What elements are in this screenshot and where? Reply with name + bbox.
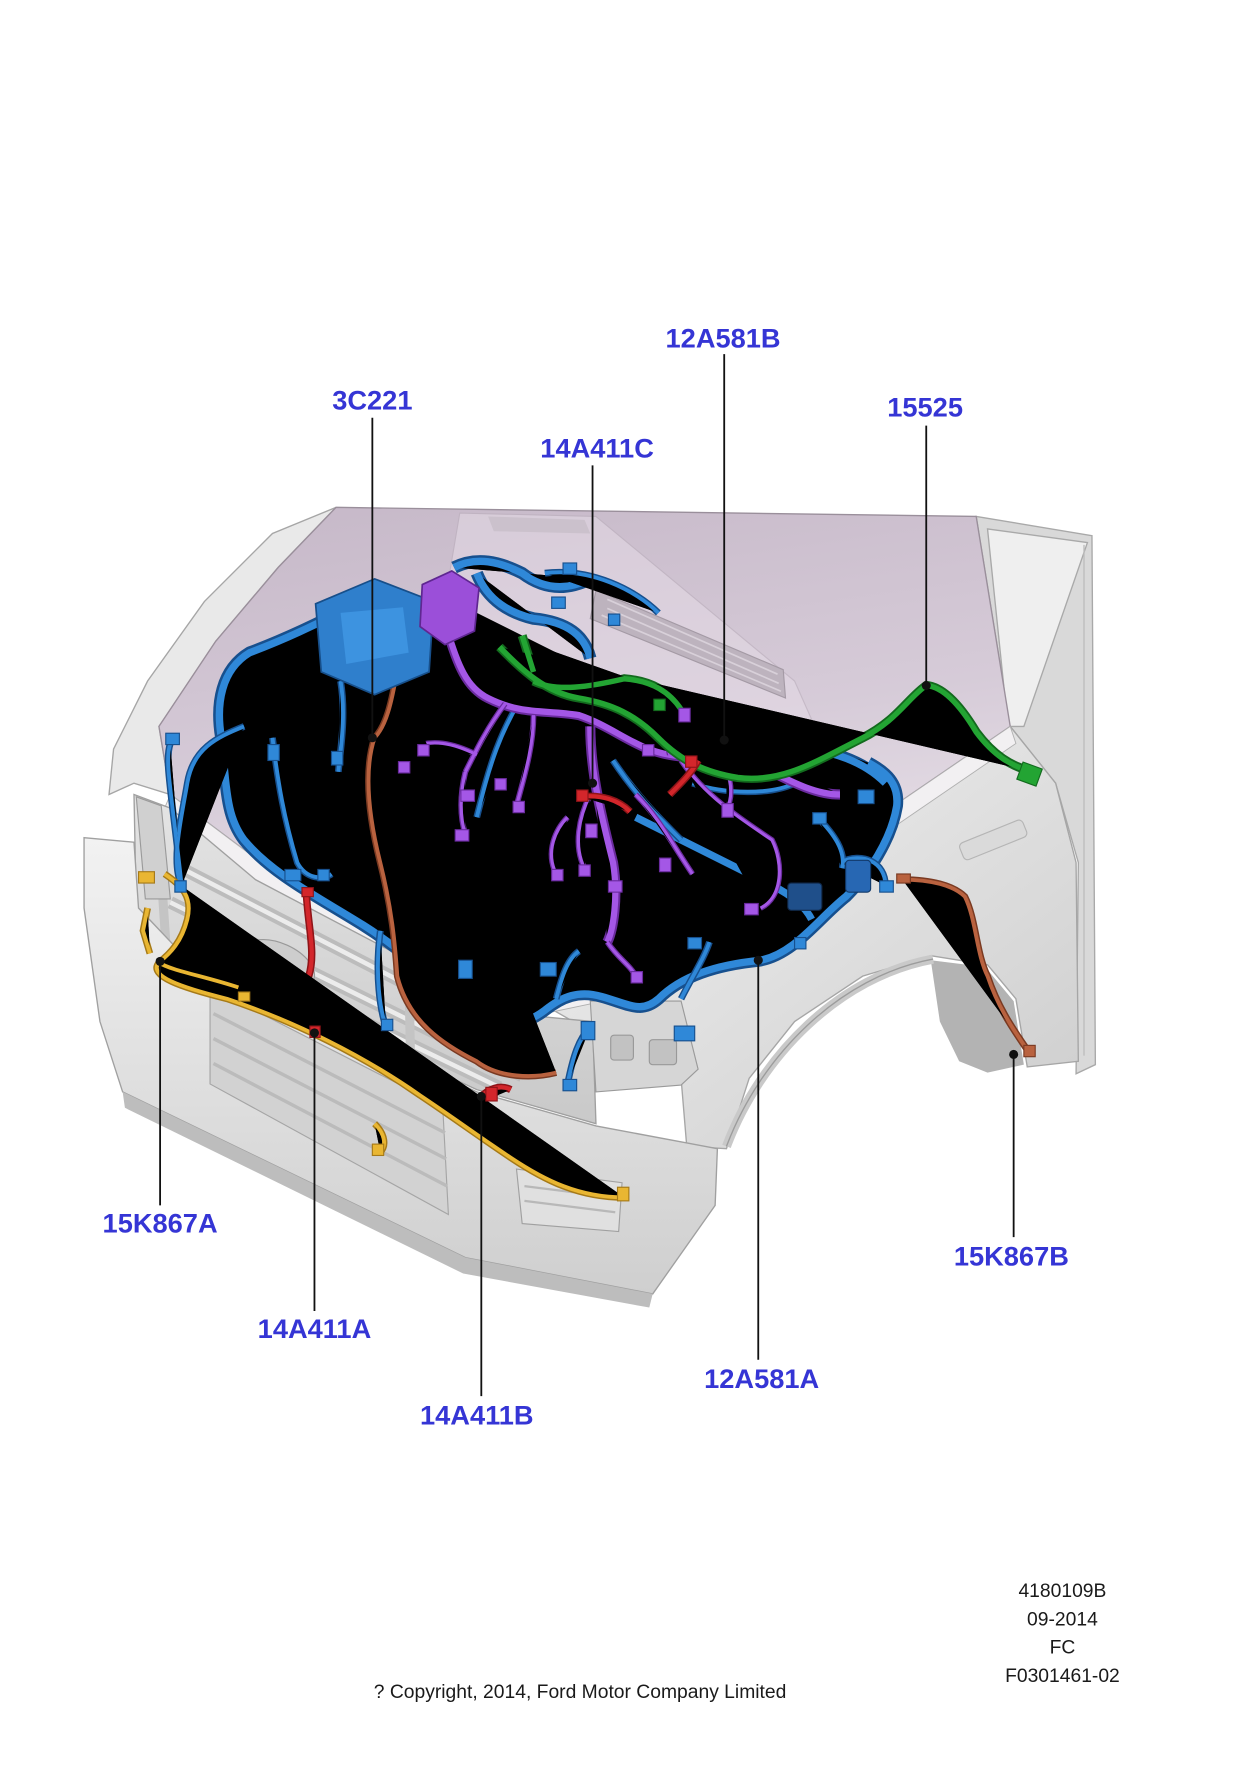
purple-connectors xyxy=(397,707,759,984)
leader-dot-3C221 xyxy=(367,733,377,743)
footer: 4180109B 09-2014 FC F0301461-02 ? Copyri… xyxy=(374,1581,1120,1703)
fender-badge xyxy=(959,819,1028,861)
callout-14A411B: 14A411B xyxy=(420,1399,534,1430)
leader-dot-12A581A xyxy=(753,955,763,965)
control-module-2 xyxy=(845,859,872,893)
figure-id: F0301461-02 xyxy=(1005,1666,1120,1687)
hood-vents xyxy=(488,516,787,699)
callout-15525: 15525 xyxy=(887,392,963,423)
issue-date: 09-2014 xyxy=(1027,1609,1098,1630)
copyright-notice: ? Copyright, 2014, Ford Motor Company Li… xyxy=(374,1682,787,1703)
control-module xyxy=(787,882,823,911)
callout-12A581A: 12A581A xyxy=(704,1363,819,1394)
callout-15K867B: 15K867B xyxy=(954,1241,1069,1272)
leader-dot-12A581B xyxy=(719,735,729,745)
callout-12A581B: 12A581B xyxy=(666,322,781,353)
callout-labels: 3C221 12A581B 14A411C 15525 15K867A 14A4… xyxy=(103,322,1069,1430)
blue-connectors xyxy=(165,562,894,1092)
right-headlamp xyxy=(589,1000,699,1093)
leader-dot-15525 xyxy=(921,681,931,691)
fuse-box xyxy=(314,577,435,696)
callout-14A411C: 14A411C xyxy=(540,432,654,463)
callout-14A411A: 14A411A xyxy=(258,1313,372,1344)
windshield-pillar xyxy=(986,528,1089,728)
lower-intake xyxy=(209,986,450,1216)
wheel-well xyxy=(930,960,1024,1073)
yellow-connectors xyxy=(137,871,630,1202)
green-connectors xyxy=(653,698,1043,787)
leader-dot-14A411A xyxy=(309,1028,320,1038)
leader-dot-14A411B xyxy=(476,1091,486,1101)
bumper-underside xyxy=(122,1091,653,1308)
leader-dot-14A411C xyxy=(588,778,598,788)
part-reference: 4180109B xyxy=(1018,1581,1106,1602)
brown-connectors xyxy=(896,873,1036,1058)
leader-dot-15K867A xyxy=(155,956,165,966)
purple-module xyxy=(419,569,480,646)
leader-dot-15K867B xyxy=(1009,1049,1019,1059)
leader-lines xyxy=(155,354,1019,1397)
callout-3C221: 3C221 xyxy=(332,385,412,416)
region-code: FC xyxy=(1050,1638,1076,1659)
callout-15K867A: 15K867A xyxy=(103,1208,218,1239)
